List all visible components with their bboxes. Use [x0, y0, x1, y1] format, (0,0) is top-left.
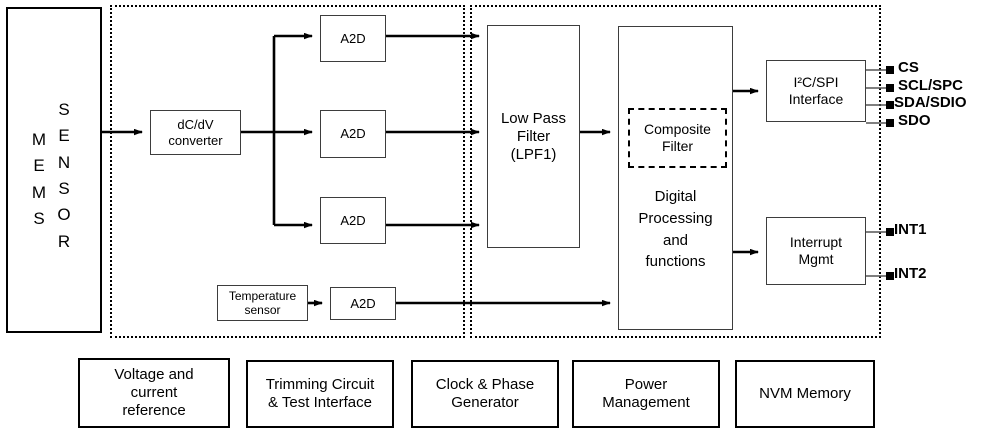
interrupt-line2: Mgmt — [798, 251, 834, 267]
sensor-letter: O — [57, 205, 71, 225]
pin-square-int2 — [886, 272, 894, 280]
bottom-block-voltage-current-reference: Voltage and current reference — [78, 358, 230, 428]
mems-letter: S — [33, 209, 45, 229]
bottom-block-nvm-memory: NVM Memory — [735, 360, 875, 428]
i2c-spi-interface-block: I²C/SPI Interface — [766, 60, 866, 122]
composite-filter-line1: Composite — [644, 121, 711, 138]
pin-square-scl-spc — [886, 84, 894, 92]
interrupt-line1: Interrupt — [789, 234, 843, 251]
lpf-line3: (LPF1) — [510, 145, 557, 163]
bottom-block-clock-phase-generator: Clock & Phase Generator — [411, 360, 559, 428]
digital-processing-line2: Processing — [638, 209, 713, 227]
dcdv-converter-block: dC/dV converter — [150, 110, 241, 155]
mems-letter: M — [31, 182, 47, 202]
interface-line2: Interface — [788, 91, 844, 107]
bottom-line2: Generator — [451, 394, 519, 411]
composite-filter-block: Composite Filter — [628, 108, 727, 168]
a2d-block-2: A2D — [320, 110, 386, 158]
dcdv-line2: converter — [168, 132, 223, 148]
lpf-line1: Low Pass — [500, 109, 567, 127]
lpf-line2: Filter — [516, 127, 551, 145]
bottom-line1: Trimming Circuit — [265, 376, 375, 393]
a2d-block-3: A2D — [320, 197, 386, 244]
bottom-line1: NVM Memory — [759, 385, 851, 402]
low-pass-filter-block: Low Pass Filter (LPF1) — [487, 25, 580, 248]
pin-label-scl-spc: SCL/SPC — [898, 77, 964, 94]
a2d-label: A2D — [340, 126, 366, 142]
mems-sensor-block — [6, 7, 102, 333]
sensor-letter: E — [58, 126, 70, 146]
mems-letter: E — [33, 156, 45, 176]
bottom-line2: & Test Interface — [268, 394, 372, 411]
pin-label-int2: INT2 — [894, 265, 927, 282]
bottom-line2: current — [130, 384, 178, 401]
pin-label-int1: INT1 — [894, 221, 927, 238]
pin-square-cs — [886, 66, 894, 74]
digital-zone-boundary — [470, 5, 881, 338]
bottom-line3: reference — [122, 402, 186, 419]
composite-filter-line2: Filter — [661, 138, 694, 154]
sensor-letter: R — [57, 231, 71, 251]
dcdv-line1: dC/dV — [177, 116, 214, 132]
a2d-block-temperature: A2D — [330, 287, 396, 320]
interface-line1: I²C/SPI — [793, 74, 839, 91]
bottom-block-power-management: Power Management — [572, 360, 720, 428]
digital-processing-line3: and — [662, 231, 689, 249]
bottom-line1: Clock & Phase — [435, 376, 535, 393]
bottom-line1: Power — [624, 376, 668, 393]
a2d-label: A2D — [340, 30, 366, 46]
sensor-letter: S — [58, 179, 70, 199]
pin-square-sda-sdio — [886, 101, 894, 109]
digital-processing-block — [618, 26, 733, 330]
pin-label-cs: CS — [898, 59, 919, 76]
sensor-label-column: S E N S O R — [53, 97, 75, 255]
temperature-sensor-block: Temperature sensor — [217, 285, 308, 321]
temp-sensor-line2: sensor — [244, 303, 281, 317]
a2d-block-1: A2D — [320, 15, 386, 62]
digital-processing-line1: Digital — [654, 188, 697, 205]
bottom-block-trimming-circuit-test-interface: Trimming Circuit & Test Interface — [246, 360, 394, 428]
pin-square-int1 — [886, 228, 894, 236]
temp-sensor-line1: Temperature — [228, 288, 297, 303]
digital-processing-label: Digital Processing and functions — [618, 186, 733, 273]
interrupt-mgmt-block: Interrupt Mgmt — [766, 217, 866, 285]
mems-label-column: M E M S — [28, 127, 50, 232]
pin-label-sdo: SDO — [898, 112, 931, 129]
bottom-line2: Management — [602, 394, 690, 411]
sensor-letter: N — [57, 152, 71, 172]
sensor-letter: S — [58, 100, 70, 119]
digital-processing-line4: functions — [645, 253, 706, 271]
bottom-line1: Voltage and — [114, 366, 194, 383]
mems-letter: M — [31, 130, 47, 149]
pin-label-sda-sdio: SDA/SDIO — [894, 94, 967, 111]
a2d-label: A2D — [340, 212, 366, 228]
analog-zone-boundary — [110, 5, 465, 338]
a2d-label: A2D — [350, 295, 376, 311]
pin-square-sdo — [886, 119, 894, 127]
